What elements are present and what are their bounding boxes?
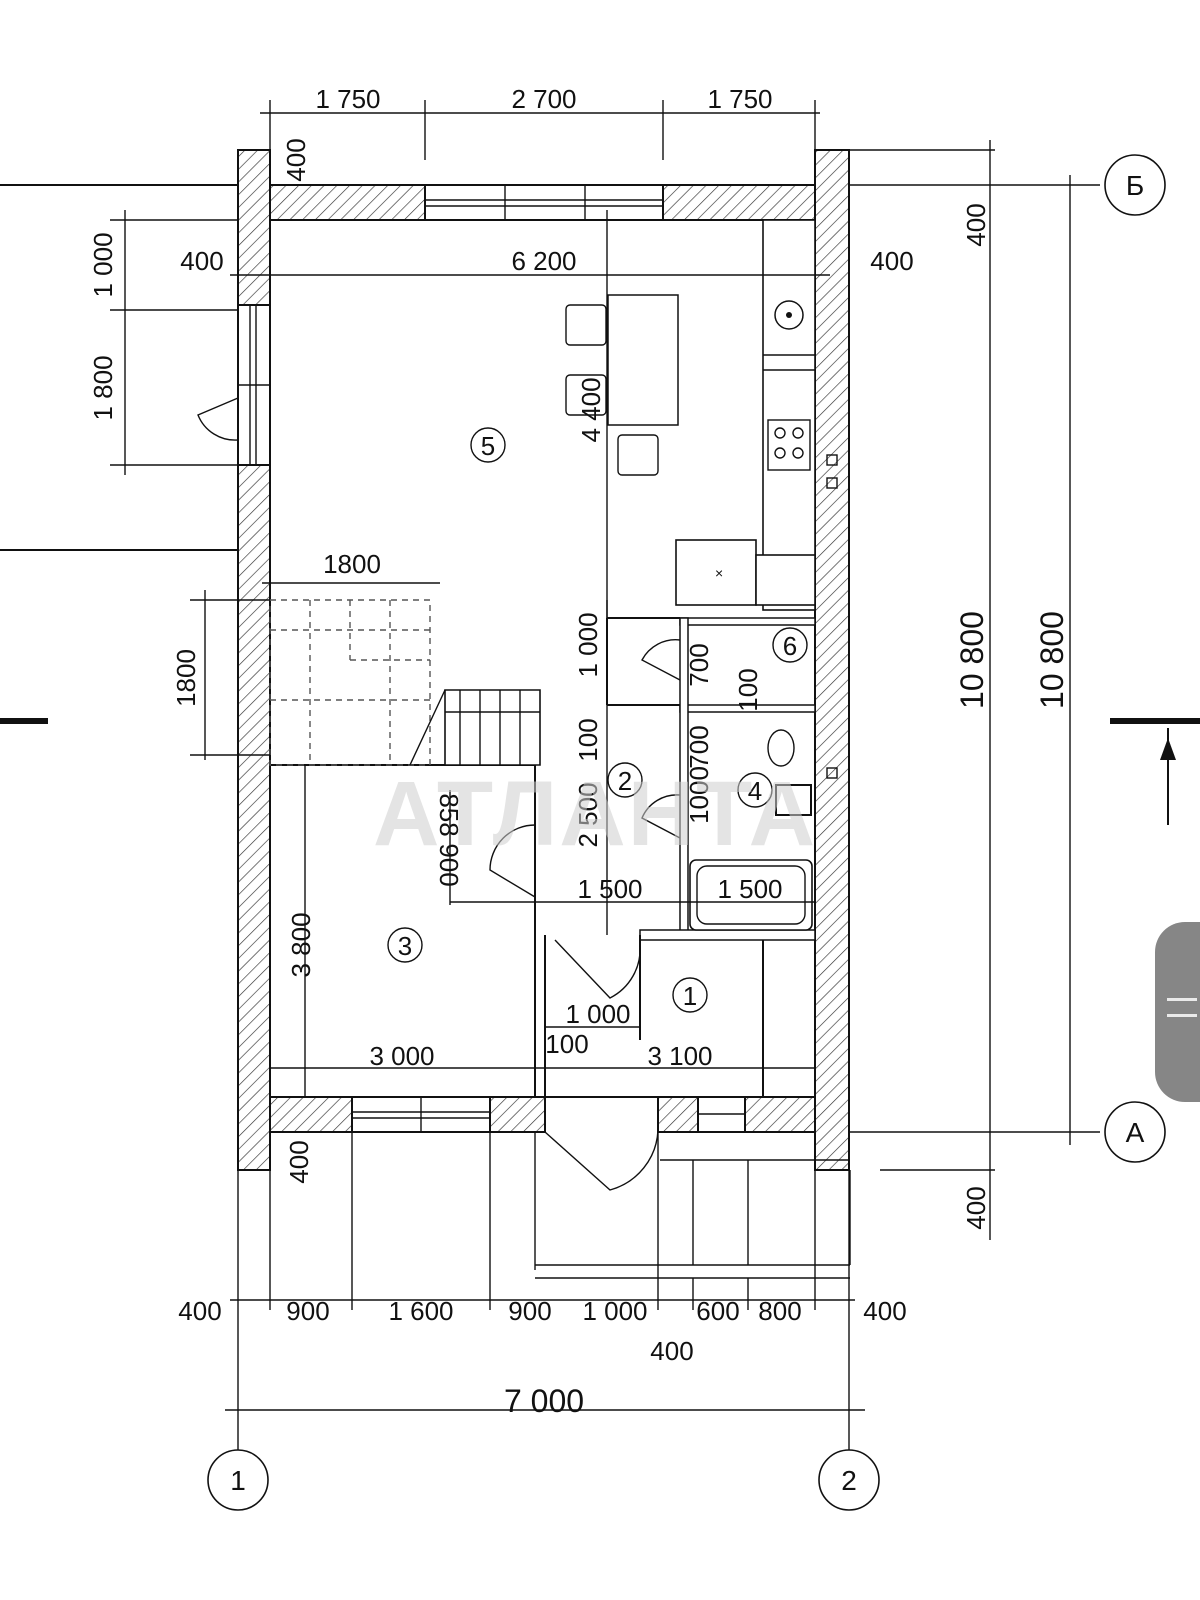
dim-bottom-chain-1: 400	[178, 1296, 221, 1326]
dim-bottom-chain-4: 900	[508, 1296, 551, 1326]
dim-stair-height: 1800	[171, 649, 201, 707]
room-6-label: 6	[783, 631, 797, 661]
room-markers	[387, 427, 808, 1013]
room-5-label: 5	[481, 431, 495, 461]
staircase	[269, 599, 541, 766]
dim-bottom-chain-2: 900	[286, 1296, 329, 1326]
porch-lines	[534, 1132, 851, 1279]
dim-bottom-chain-5: 1 000	[582, 1296, 647, 1326]
dim-bottom-chain-8: 400	[863, 1296, 906, 1326]
dim-bottom-chain-3: 1 600	[388, 1296, 453, 1326]
left-terrace-lines	[0, 184, 238, 551]
dim-bath-700: 700	[684, 725, 714, 768]
dim-bottom-chain-7: 800	[758, 1296, 801, 1326]
dim-bottom-left-400: 400	[284, 1140, 314, 1183]
dim-bath-1000: 1000	[684, 766, 714, 824]
axis-2-label: 2	[841, 1465, 857, 1496]
dimension-lines	[110, 100, 1100, 1430]
dim-total-width: 7 000	[504, 1383, 584, 1419]
axis-1-label: 1	[230, 1465, 246, 1496]
dim-hall-2500: 2 500	[573, 782, 603, 847]
dim-bottom-sub-400: 400	[650, 1336, 693, 1366]
room-4-label: 4	[748, 776, 762, 806]
dim-left-1000: 1 000	[88, 232, 118, 297]
grip-line	[1167, 1014, 1197, 1017]
dim-kitchen-len: 4 400	[576, 377, 606, 442]
dim-room3-width: 3 000	[369, 1041, 434, 1071]
watermark: АТЛАНТА	[373, 763, 817, 865]
dim-top-1: 1 750	[315, 84, 380, 114]
dim-height-outer: 10 800	[1034, 611, 1070, 709]
room-2-label: 2	[618, 766, 632, 796]
dim-top-2: 2 700	[511, 84, 576, 114]
axis-markers	[207, 154, 1166, 1511]
dim-top-3: 1 750	[707, 84, 772, 114]
dim-entry-100: 100	[545, 1029, 588, 1059]
dim-top-400: 400	[281, 138, 311, 181]
side-scroll-tab[interactable]	[1155, 922, 1200, 1102]
dim-door-900: 900	[434, 843, 464, 886]
dim-hall-1500: 1 500	[577, 874, 642, 904]
dim-corridor-1000: 1 000	[573, 612, 603, 677]
left-door-swing	[197, 397, 239, 441]
dim-room3-height: 3 800	[286, 912, 316, 977]
dim-entry-1000: 1 000	[565, 999, 630, 1029]
exterior-walls	[237, 149, 850, 1171]
room-1-label: 1	[683, 981, 697, 1011]
grip-line	[1167, 998, 1197, 1001]
svg-text:×: ×	[715, 565, 723, 581]
room-3-label: 3	[398, 931, 412, 961]
section-mark-right	[1110, 718, 1200, 825]
dim-height-inner: 10 800	[954, 611, 990, 709]
dim-gap-100: 100	[573, 718, 603, 761]
dim-right-400: 400	[870, 246, 913, 276]
dim-entry-3100: 3 100	[647, 1041, 712, 1071]
dim-wc-100: 100	[733, 668, 763, 711]
axis-b-label: Б	[1126, 170, 1144, 201]
dim-inner-width: 6 200	[511, 246, 576, 276]
dim-bottom-chain-6: 600	[696, 1296, 739, 1326]
axis-a-label: А	[1126, 1117, 1145, 1148]
dim-left-400: 400	[180, 246, 223, 276]
dim-wc-700: 700	[684, 643, 714, 686]
dim-right-top-400: 400	[961, 203, 991, 246]
dim-left-1800: 1 800	[88, 355, 118, 420]
dim-bath-1500: 1 500	[717, 874, 782, 904]
dim-stair-width: 1800	[323, 549, 381, 579]
interior-walls: ×	[270, 210, 838, 1191]
dim-right-bottom-400: 400	[961, 1186, 991, 1229]
dim-door-858: 858	[434, 793, 464, 836]
